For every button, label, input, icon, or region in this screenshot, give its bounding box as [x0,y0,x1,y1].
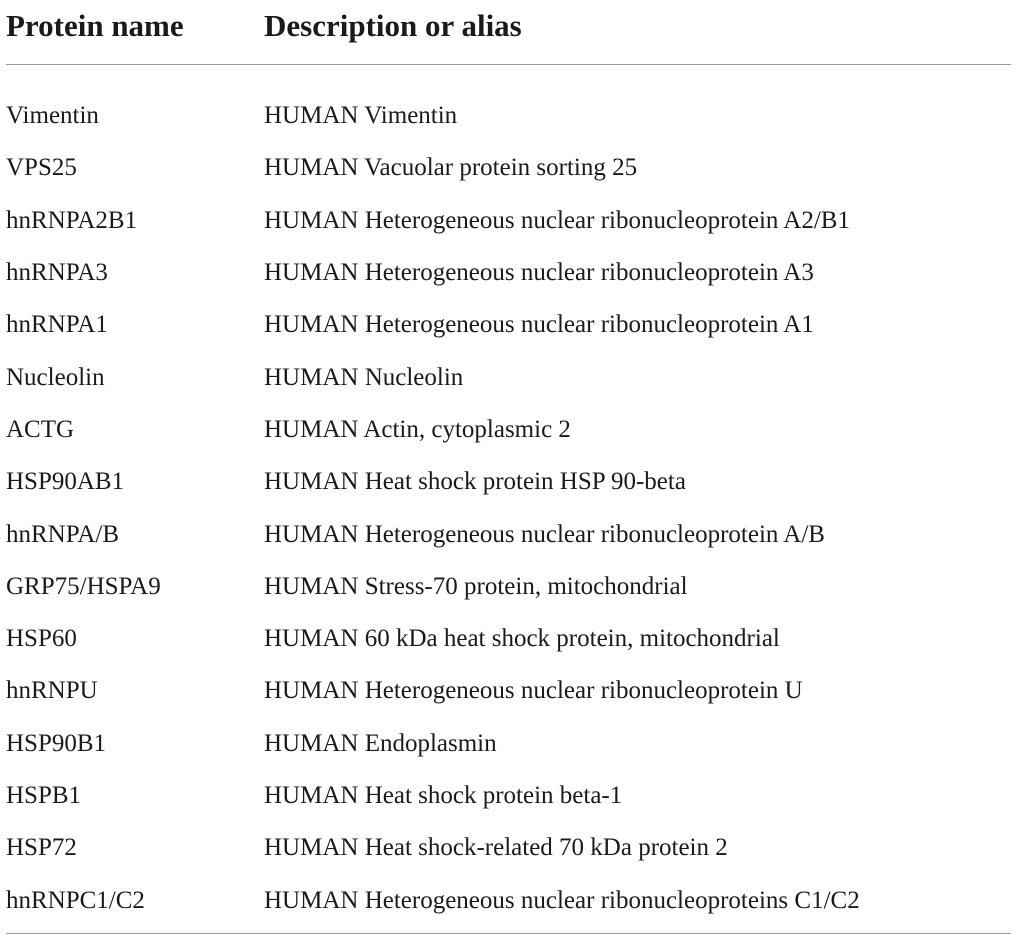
cell-description: HUMAN Heterogeneous nuclear ribonucleopr… [264,677,803,705]
table-row: Vimentin HUMAN Vimentin [6,90,1011,142]
cell-protein-name: Nucleolin [6,363,105,391]
cell-description: HUMAN Endoplasmin [264,729,497,757]
cell-description: HUMAN Heat shock-related 70 kDa protein … [264,834,728,862]
cell-protein-name: VPS25 [6,154,77,182]
cell-description: HUMAN 60 kDa heat shock protein, mitocho… [264,625,780,653]
cell-protein-name: hnRNPA3 [6,259,108,287]
header-protein-name: Protein name [6,8,184,43]
cell-protein-name: hnRNPC1/C2 [6,886,145,914]
table-row: hnRNPU HUMAN Heterogeneous nuclear ribon… [6,665,1011,717]
table-bottom-divider [6,933,1011,934]
table-body: Vimentin HUMAN Vimentin VPS25 HUMAN Vacu… [6,90,1011,927]
cell-description: HUMAN Heat shock protein beta-1 [264,782,623,809]
protein-table: Protein name Description or alias Viment… [6,0,1011,934]
cell-protein-name: Vimentin [6,102,99,130]
cell-protein-name: HSP72 [6,834,77,862]
table-row: hnRNPA1 HUMAN Heterogeneous nuclear ribo… [6,299,1011,351]
cell-description: HUMAN Vacuolar protein sorting 25 [264,154,638,182]
table-row: ACTG HUMAN Actin, cytoplasmic 2 [6,404,1011,456]
cell-description: HUMAN Stress-70 protein, mitochondrial [264,572,688,600]
cell-protein-name: HSP60 [6,625,77,653]
header-description: Description or alias [264,8,522,43]
table-row: hnRNPA/B HUMAN Heterogeneous nuclear rib… [6,508,1011,560]
cell-protein-name: hnRNPA2B1 [6,206,138,234]
cell-protein-name: hnRNPA1 [6,311,108,339]
table-row: hnRNPA3 HUMAN Heterogeneous nuclear ribo… [6,247,1011,299]
cell-description: HUMAN Heterogeneous nuclear ribonucleopr… [264,520,825,548]
table-row: HSPB1 HUMAN Heat shock protein beta-1 [6,770,1011,822]
cell-description: HUMAN Heterogeneous nuclear ribonucleopr… [264,206,850,234]
table-row: HSP90AB1 HUMAN Heat shock protein HSP 90… [6,456,1011,508]
cell-protein-name: HSP90AB1 [6,468,125,496]
cell-description: HUMAN Nucleolin [264,363,464,391]
cell-description: HUMAN Heterogeneous nuclear ribonucleopr… [264,311,814,339]
cell-description: HUMAN Actin, cytoplasmic 2 [264,415,571,443]
cell-protein-name: hnRNPA/B [6,520,120,548]
cell-protein-name: HSP90B1 [6,729,107,757]
cell-protein-name: HSPB1 [6,782,82,809]
table-row: Nucleolin HUMAN Nucleolin [6,351,1011,403]
cell-description: HUMAN Heat shock protein HSP 90-beta [264,468,686,496]
table-row: GRP75/HSPA9 HUMAN Stress-70 protein, mit… [6,561,1011,613]
cell-description: HUMAN Heterogeneous nuclear ribonucleopr… [264,259,814,287]
table-row: VPS25 HUMAN Vacuolar protein sorting 25 [6,142,1011,194]
header-divider [6,64,1011,65]
table-row: HSP72 HUMAN Heat shock-related 70 kDa pr… [6,822,1011,874]
cell-description: HUMAN Vimentin [264,102,458,130]
cell-protein-name: hnRNPU [6,677,98,705]
table-row: hnRNPA2B1 HUMAN Heterogeneous nuclear ri… [6,195,1011,247]
table-row: HSP60 HUMAN 60 kDa heat shock protein, m… [6,613,1011,665]
cell-protein-name: ACTG [6,415,75,443]
table-row: hnRNPC1/C2 HUMAN Heterogeneous nuclear r… [6,874,1011,926]
cell-description: HUMAN Heterogeneous nuclear ribonucleopr… [264,886,860,914]
cell-protein-name: GRP75/HSPA9 [6,572,161,600]
table-row: HSP90B1 HUMAN Endoplasmin [6,718,1011,770]
table-header-row: Protein name Description or alias [6,0,1011,44]
